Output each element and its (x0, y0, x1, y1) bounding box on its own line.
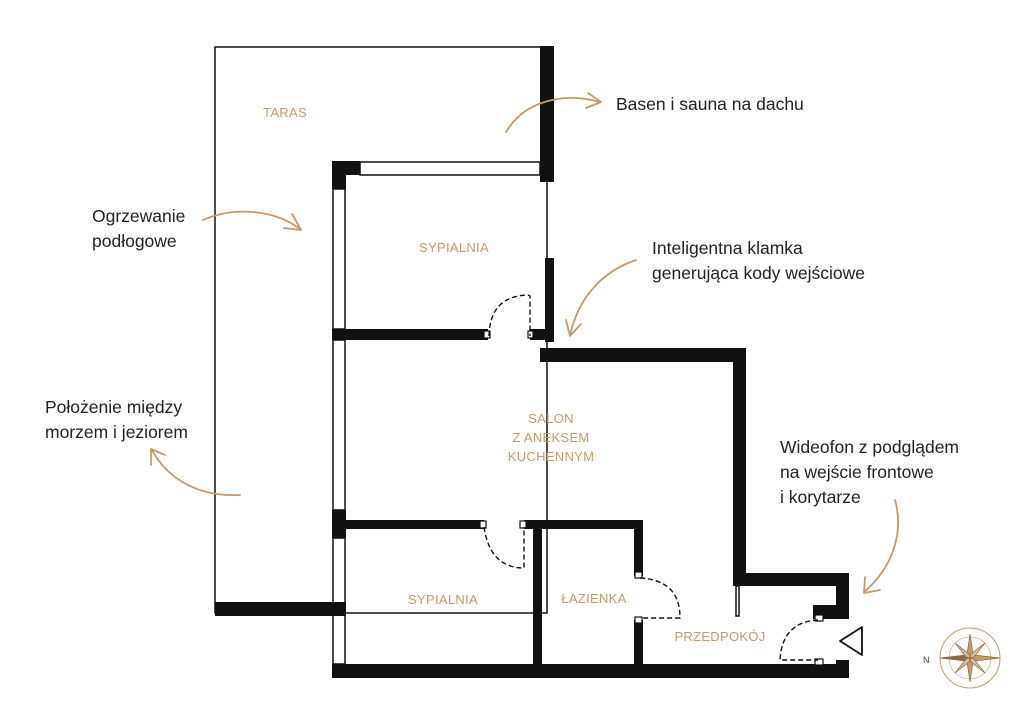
note-location-line2: morzem i jeziorem (45, 422, 188, 442)
room-label-terrace: TARAS (263, 105, 307, 120)
wall-living-east (733, 348, 746, 586)
note-intercom-line2: na wejście frontowe (780, 462, 934, 482)
room-label-hallway: PRZEDPOKÓJ (674, 629, 765, 644)
note-heating-line1: Ogrzewanie (92, 206, 186, 226)
door-jambs (479, 330, 824, 666)
window-entry-west (735, 585, 740, 617)
arrow-location (150, 448, 241, 496)
room-label-living-2: Z ANEKSEM (512, 430, 589, 445)
window-west-bedroom (332, 188, 346, 330)
doors (483, 294, 819, 661)
wall-bath-divider-left (332, 520, 484, 529)
wall-bottom (332, 664, 849, 678)
wall-bath-west (533, 520, 542, 668)
window-top (359, 161, 541, 176)
note-pool-text: Basen i sauna na dachu (616, 94, 804, 114)
arrow-intercom (863, 499, 899, 594)
note-smart-lock-line2: generująca kody wejściowe (652, 263, 866, 283)
room-label-living-1: SALON (528, 411, 574, 426)
wall-bath-east-upper (634, 520, 643, 576)
wall-east-upper (540, 46, 554, 182)
window-west-living (332, 339, 346, 511)
wall-terrace-base (215, 602, 346, 616)
arrow-smart-lock (565, 259, 637, 337)
wall-top-cap (332, 161, 360, 175)
svg-text:N: N (923, 655, 930, 665)
wall-entry-east-upper (836, 573, 849, 619)
note-smart-lock: Inteligentna klamka generująca kody wejś… (652, 236, 865, 286)
arrow-heating (202, 210, 302, 231)
walls (215, 46, 849, 678)
entrance-arrow-icon (839, 626, 863, 656)
note-location: Położenie między morzem i jeziorem (45, 395, 188, 445)
windows (332, 161, 740, 665)
note-intercom: Wideofon z podglądem na wejście frontowe… (780, 435, 959, 510)
note-intercom-line1: Wideofon z podglądem (780, 437, 959, 457)
window-west-bedroom-bottom (332, 537, 346, 665)
wall-bedroom-divider (332, 329, 488, 340)
room-label-bathroom: ŁAZIENKA (561, 591, 626, 606)
room-label-bedroom-bottom: SYPIALNIA (408, 592, 478, 607)
note-smart-lock-line1: Inteligentna klamka (652, 238, 803, 258)
note-location-line1: Położenie między (45, 397, 183, 417)
note-intercom-line3: i korytarze (780, 487, 861, 507)
room-label-bedroom-top: SYPIALNIA (419, 240, 489, 255)
note-heating-line2: podłogowe (92, 231, 177, 251)
door-bedroom-bottom (483, 526, 525, 569)
wall-east-mid (545, 258, 554, 342)
door-entrance (779, 619, 819, 661)
note-heating: Ogrzewanie podłogowe (92, 204, 185, 254)
door-bathroom (639, 577, 681, 619)
wall-living-top (540, 348, 746, 362)
note-pool: Basen i sauna na dachu (616, 92, 804, 117)
wall-entry-top (733, 573, 849, 586)
compass-rose-icon: N (923, 627, 1001, 689)
room-labels: TARAS SYPIALNIA SALON Z ANEKSEM KUCHENNY… (263, 105, 765, 644)
wall-bath-divider-right (524, 520, 642, 529)
arrow-pool (505, 92, 602, 133)
wall-bedroom-divider-end (530, 329, 546, 340)
room-label-living-3: KUCHENNYM (508, 449, 594, 464)
door-bedroom-top (488, 294, 531, 337)
annotation-arrows (150, 92, 899, 594)
wall-bath-east-lower (634, 620, 643, 668)
